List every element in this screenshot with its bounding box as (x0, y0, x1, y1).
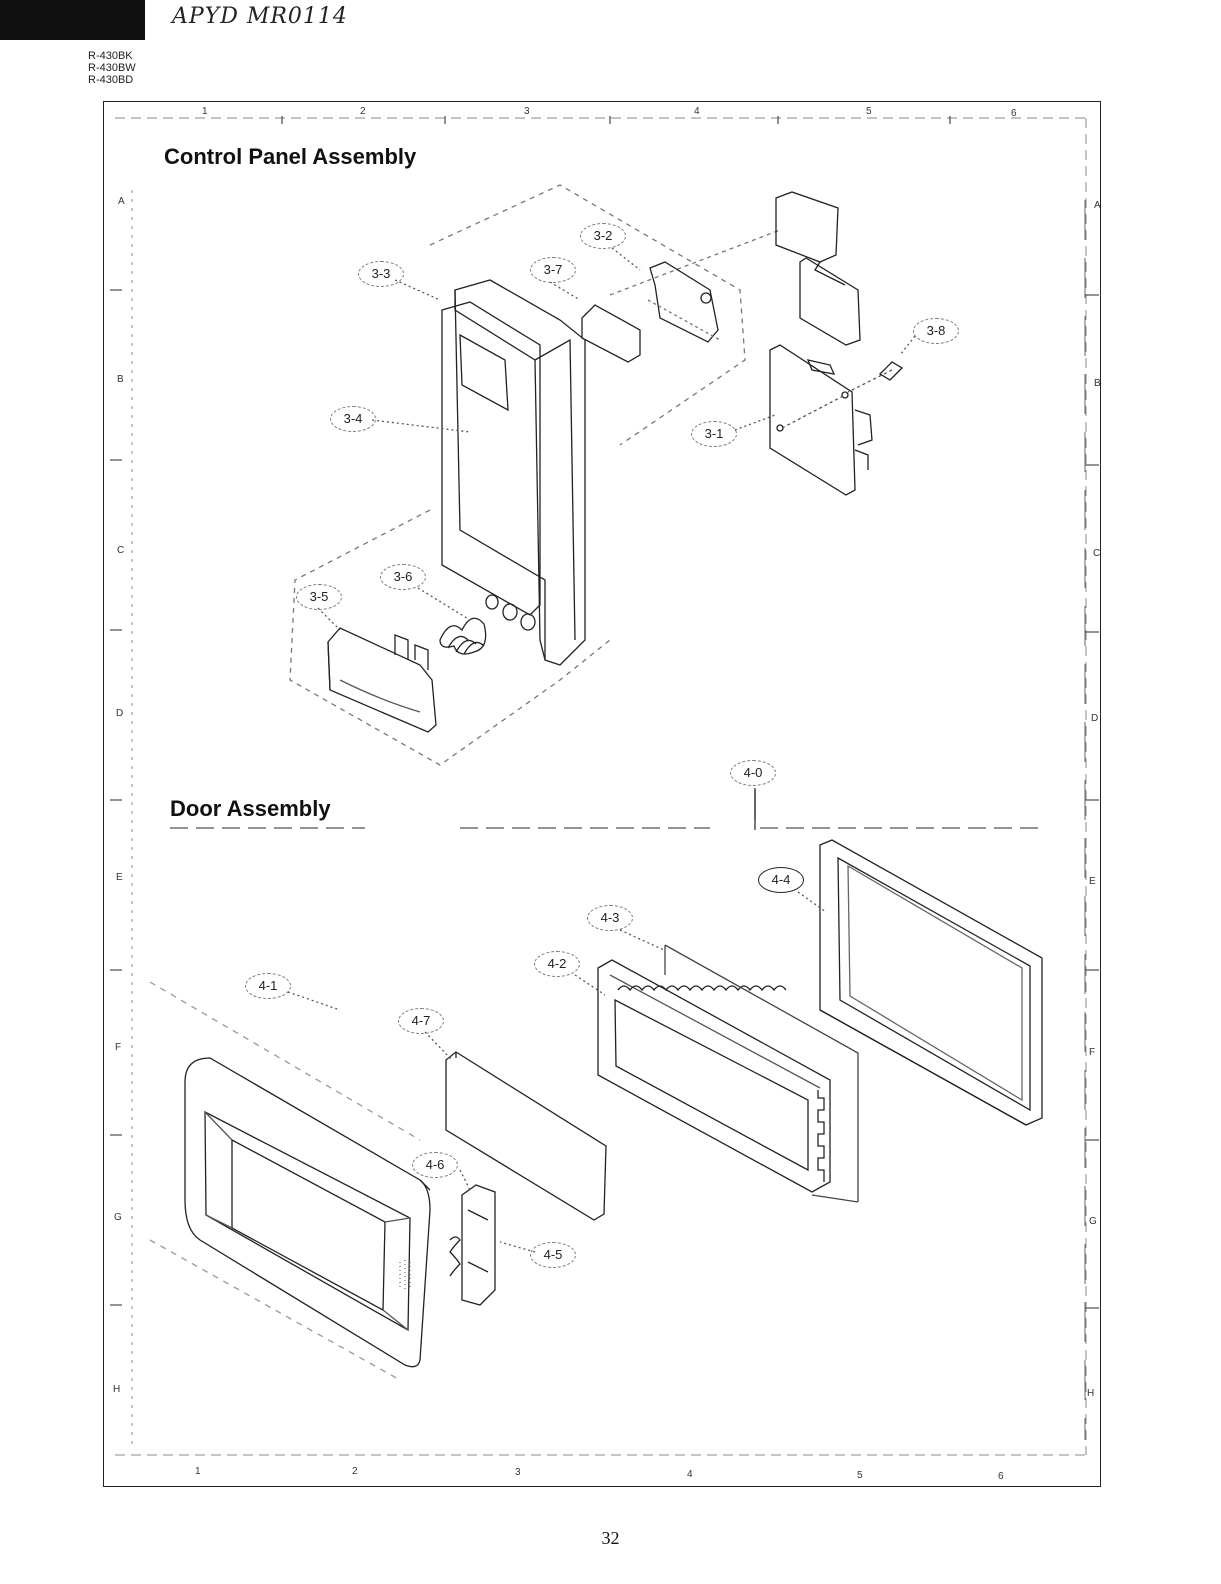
part-callout-4-2: 4-2 (534, 951, 580, 977)
part-callout-3-8: 3-8 (913, 318, 959, 344)
part-callout-4-3: 4-3 (587, 905, 633, 931)
part-callout-4-0: 4-0 (730, 760, 776, 786)
part-callout-4-4: 4-4 (758, 867, 804, 893)
part-callout-3-5: 3-5 (296, 584, 342, 610)
part-callout-4-7: 4-7 (398, 1008, 444, 1034)
part-callout-3-6: 3-6 (380, 564, 426, 590)
part-callout-4-6: 4-6 (412, 1152, 458, 1178)
part-callout-3-1: 3-1 (691, 421, 737, 447)
door-assembly-title: Door Assembly (170, 796, 331, 822)
part-callout-4-5: 4-5 (530, 1242, 576, 1268)
part-callout-4-1: 4-1 (245, 973, 291, 999)
part-callout-3-7: 3-7 (530, 257, 576, 283)
page-number: 32 (0, 1528, 1221, 1549)
part-callout-3-2: 3-2 (580, 223, 626, 249)
part-callout-3-4: 3-4 (330, 406, 376, 432)
control-panel-assembly-title: Control Panel Assembly (164, 144, 416, 170)
part-callout-3-3: 3-3 (358, 261, 404, 287)
